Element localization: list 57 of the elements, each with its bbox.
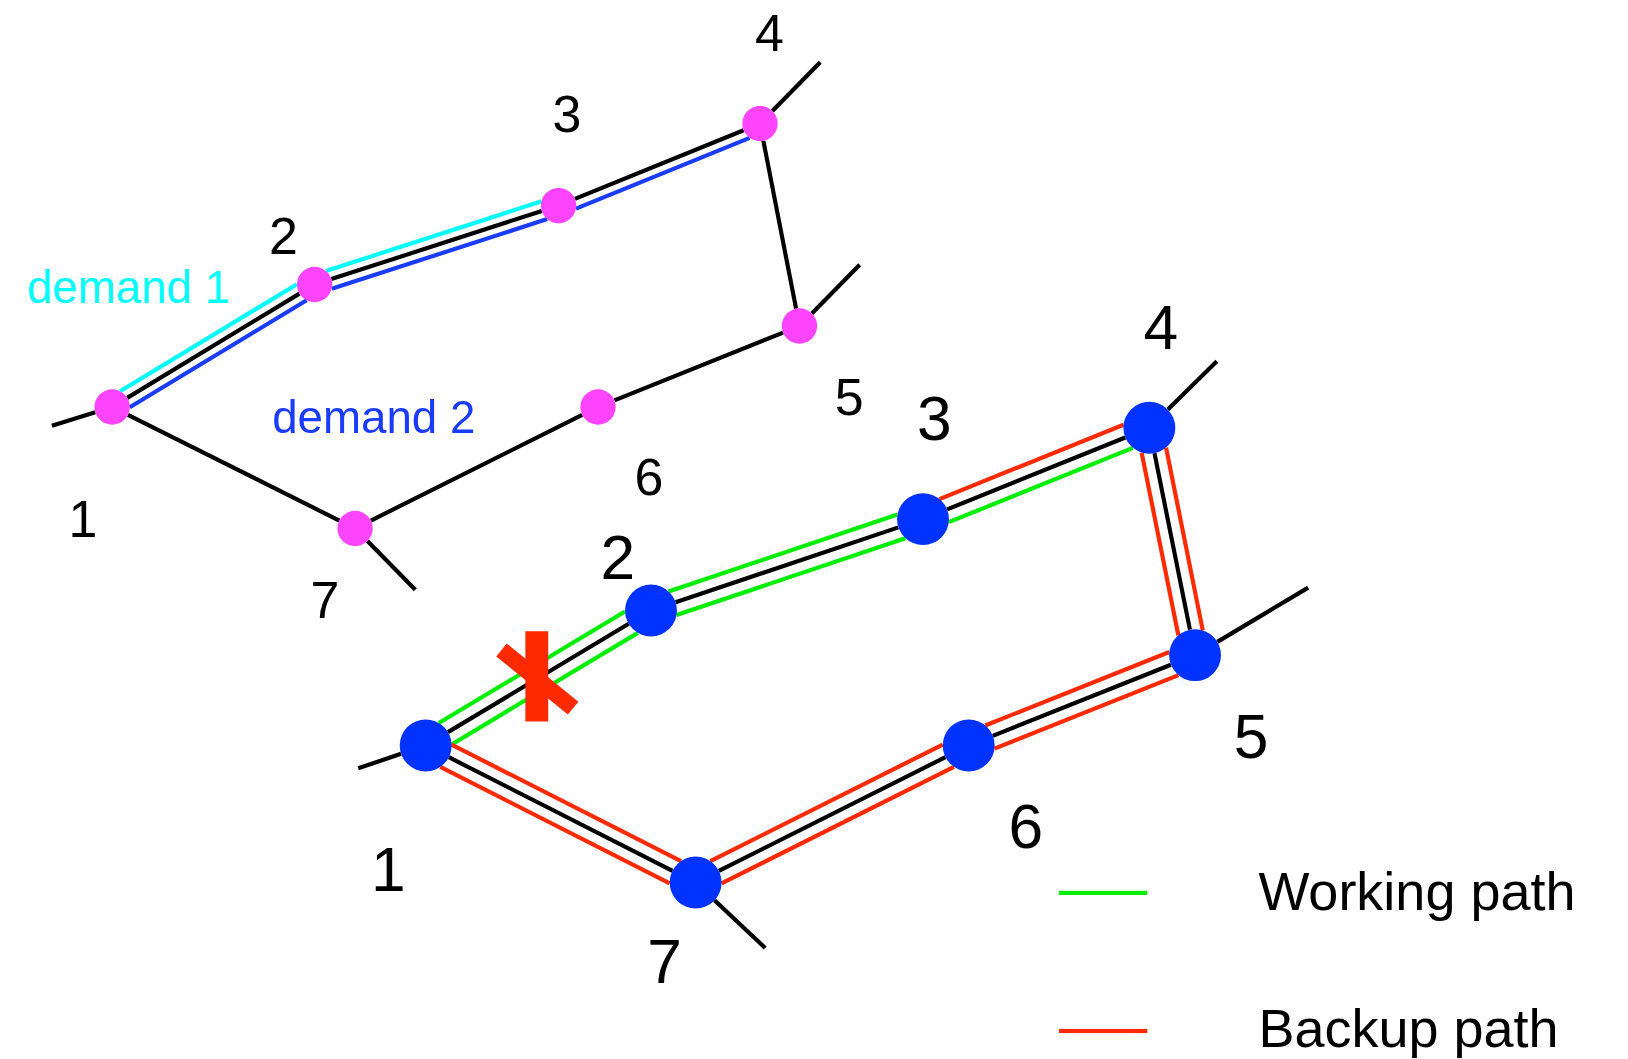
link-line xyxy=(127,413,341,523)
link-line xyxy=(992,662,1172,738)
path-line xyxy=(450,631,639,747)
link-line xyxy=(126,291,301,400)
path-line xyxy=(128,298,308,409)
link-line xyxy=(1216,585,1310,644)
link-line xyxy=(51,410,96,428)
node-number: 1 xyxy=(68,493,98,546)
path-line xyxy=(331,217,548,291)
demand-label: demand 2 xyxy=(272,394,476,441)
link-line xyxy=(574,128,745,201)
link-line xyxy=(369,413,584,523)
path-line xyxy=(1139,452,1181,636)
demand-label: demand 1 xyxy=(27,264,231,311)
link-line xyxy=(1166,359,1219,412)
path-line xyxy=(948,445,1134,525)
path-line xyxy=(1164,447,1205,631)
node-number: 7 xyxy=(310,574,340,627)
link-line xyxy=(717,755,947,873)
link-line xyxy=(613,330,784,403)
link-line xyxy=(446,622,630,734)
node-number: 1 xyxy=(371,838,406,902)
node-number: 4 xyxy=(754,7,784,60)
link-line xyxy=(674,525,900,605)
path-line xyxy=(437,609,627,725)
path-line xyxy=(667,512,899,594)
node-number: 5 xyxy=(834,371,864,424)
path-line xyxy=(439,765,671,886)
path-line xyxy=(119,282,299,394)
link-line xyxy=(810,263,862,315)
link-line xyxy=(365,539,417,592)
node-number: 3 xyxy=(917,388,952,451)
path-line xyxy=(450,742,682,863)
node-number: 5 xyxy=(1233,706,1269,769)
link-line xyxy=(1152,452,1192,631)
link-line xyxy=(946,435,1127,512)
link-line xyxy=(713,898,767,950)
node-number: 3 xyxy=(552,88,582,141)
node-number: 6 xyxy=(1008,796,1044,859)
path-line xyxy=(938,422,1125,501)
path-line xyxy=(720,764,955,886)
link-line xyxy=(770,60,822,113)
path-line xyxy=(325,199,543,273)
link-line xyxy=(447,755,674,873)
node-number: 4 xyxy=(1143,296,1179,360)
link-line xyxy=(761,140,799,310)
link-line xyxy=(357,751,402,771)
node-number: 7 xyxy=(647,931,682,994)
path-line xyxy=(993,673,1180,751)
path-line xyxy=(675,536,907,618)
node-number: 2 xyxy=(269,210,298,263)
path-line xyxy=(984,650,1171,728)
link-line xyxy=(330,209,543,282)
path-line xyxy=(709,742,944,864)
node-number: 6 xyxy=(634,451,664,504)
path-line xyxy=(575,135,751,211)
node-number: 2 xyxy=(600,527,636,590)
